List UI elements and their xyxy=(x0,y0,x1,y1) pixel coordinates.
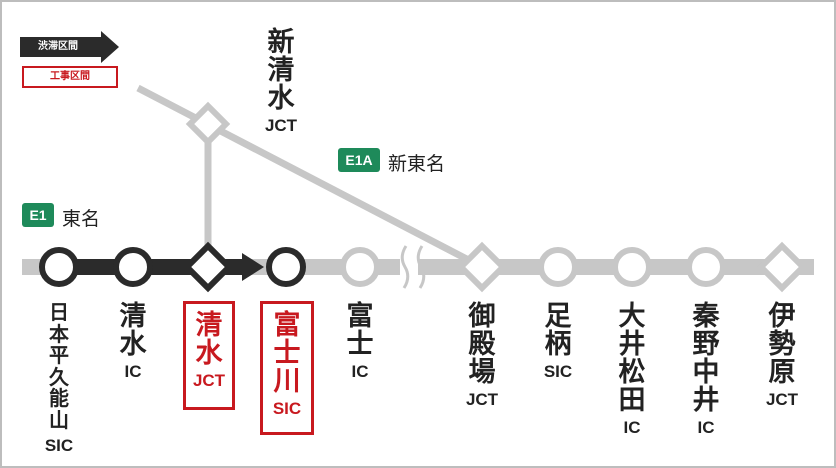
node-shimizu-ic xyxy=(113,247,153,287)
label-shimizu-ic: 清 水 IC xyxy=(119,301,147,381)
node-fuji xyxy=(340,247,380,287)
node-nihondaira xyxy=(39,247,79,287)
label-oi-matsuda-ic: 大 井 松 田 IC xyxy=(618,301,646,437)
construction-box-fujikawa-sic xyxy=(260,301,314,435)
route-name-shintomei: 新東名 xyxy=(388,154,446,175)
node-oimatsuda xyxy=(612,247,652,287)
line-break xyxy=(400,250,418,286)
label-fuji-ic: 富 士 IC xyxy=(346,301,374,381)
node-hadanonakai xyxy=(686,247,726,287)
congestion-arrowhead xyxy=(242,253,264,281)
legend-construction: 工事区間 xyxy=(22,66,118,88)
label-isehara-jct: 伊 勢 原 JCT xyxy=(765,301,799,409)
label-gotemba-jct: 御 殿 場 JCT xyxy=(465,301,499,409)
label-ashigara-sic: 足 柄 SIC xyxy=(543,301,573,381)
construction-box-shimizu-jct xyxy=(183,301,235,410)
route-name-tomei: 東名 xyxy=(62,209,101,230)
legend-congestion: 渋滞区間 xyxy=(20,37,102,57)
label-nihondaira-kunozan-sic: 日 本 平 久 能 山 SIC xyxy=(44,302,74,455)
label-shimizu-jct: 清 水 JCT xyxy=(192,310,226,390)
node-gotemba xyxy=(456,241,508,293)
junction-diamond-shinshimizu xyxy=(185,101,231,147)
node-fujikawa xyxy=(266,247,306,287)
node-ashigara xyxy=(538,247,578,287)
route-badge-e1: E1 xyxy=(22,203,54,227)
label-shinshimizu-jct: 新 清 水 JCT xyxy=(264,27,298,135)
node-isehara xyxy=(756,241,808,293)
legend-arrow-icon xyxy=(101,31,119,63)
node-shimizu-jct xyxy=(182,241,234,293)
branch-line-shintomei xyxy=(136,84,484,271)
route-badge-e1a: E1A xyxy=(338,148,380,172)
label-hadano-nakai-ic: 秦 野 中 井 IC xyxy=(692,301,720,437)
label-fujikawa-sic: 富 士 川 SIC xyxy=(272,310,302,418)
